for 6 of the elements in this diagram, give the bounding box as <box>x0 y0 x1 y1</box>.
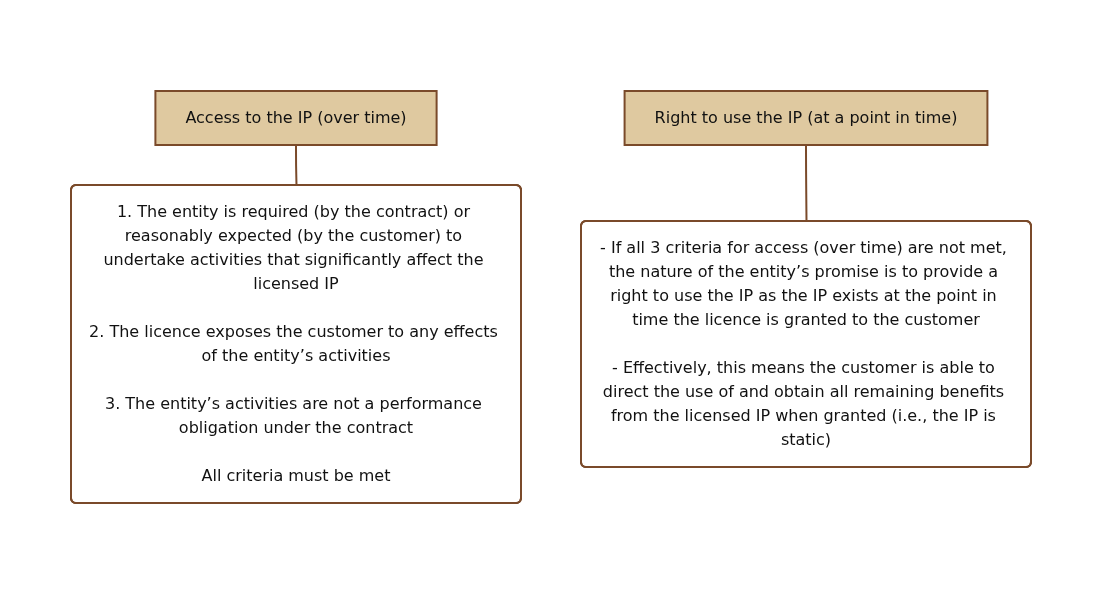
connector <box>804 144 807 223</box>
node-text: - If all 3 criteria for access (over time) are not met, the nature of the entity’s promise is to provide a right to use the IP as the IP exists at the point in time the licence is granted to the customer - Effectively, this means the customer is able to direct the use of and obtain all remaining benefits from the licensed IP when granted (i.e., the IP is static) <box>599 238 1007 449</box>
node-text: 1. The entity is required (by the contract) or reasonably expected (by the customer) to undertake activities that significantly affect the licensed IP 2. The licence exposes the customer to any effects of the entity’s activities 3. The entity’s activities are not a performance obligation under the contract All criteria must be met <box>88 202 498 485</box>
node-box: Access to the IP (over time) <box>153 90 438 146</box>
connector <box>294 144 297 187</box>
node-box: Right to use the IP (at a point in time) <box>623 90 988 146</box>
